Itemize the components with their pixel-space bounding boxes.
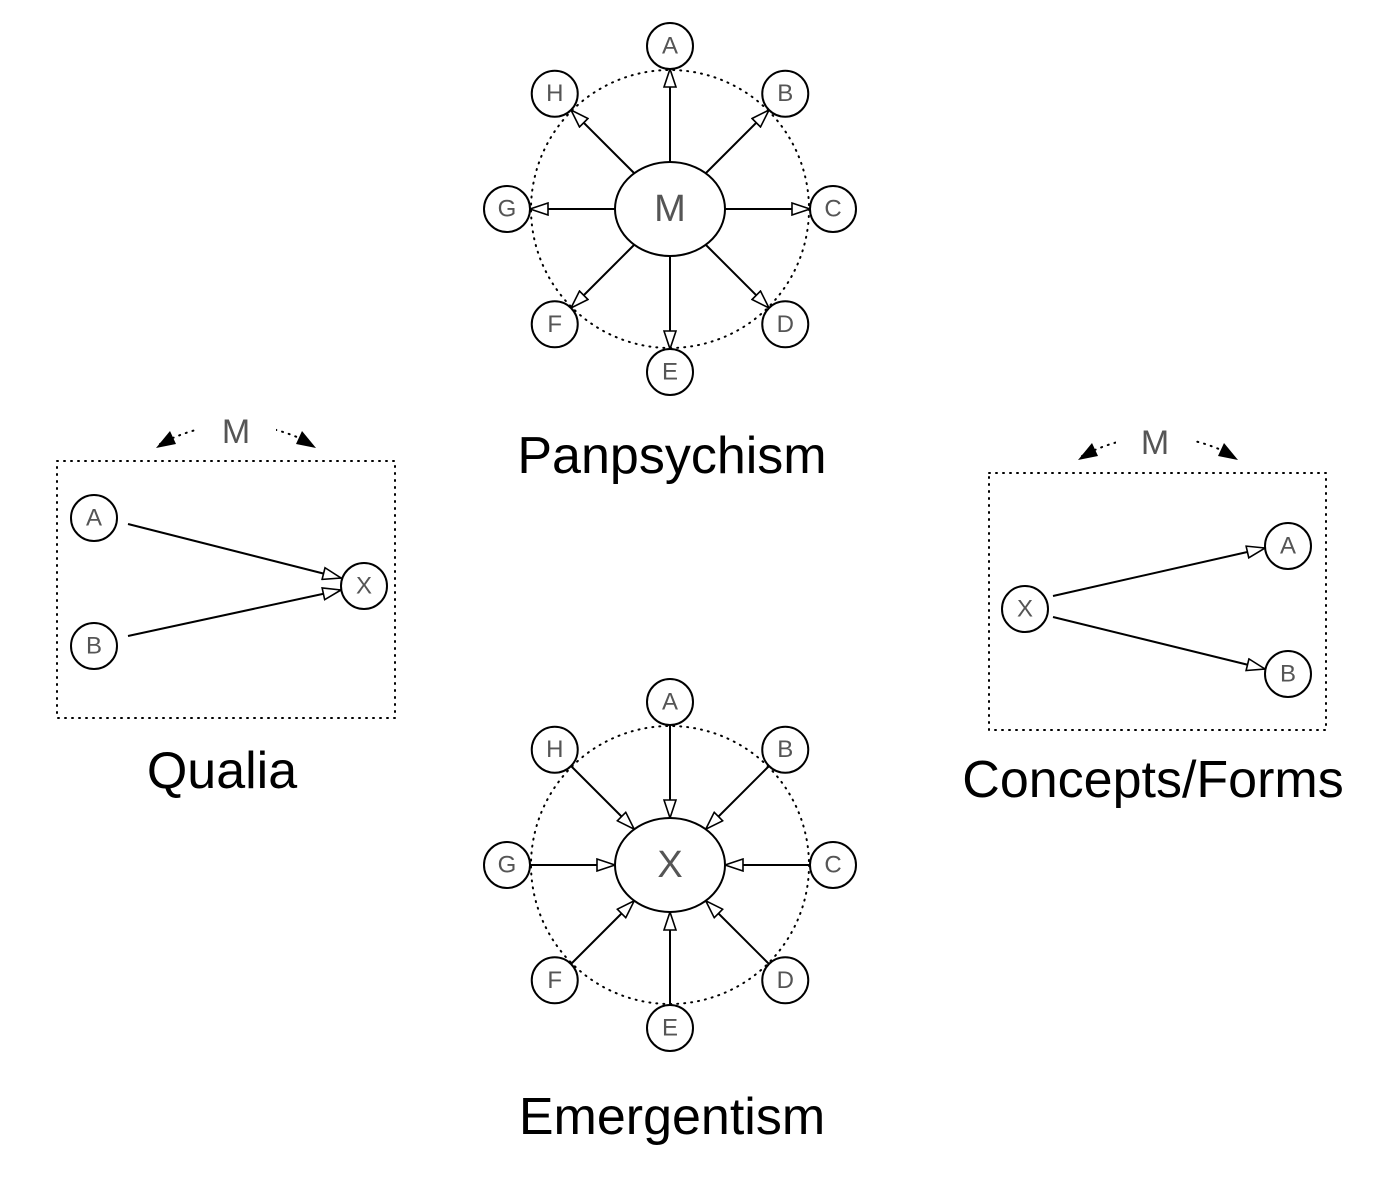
concepts-forms-caption: Concepts/Forms [962, 751, 1343, 809]
concepts-node-a: A [1264, 522, 1312, 570]
emergentism-node-b: B [761, 725, 810, 774]
emergentism-node-e: E [646, 1004, 694, 1052]
panpsychism-node-d: D [761, 300, 810, 349]
qualia-node-x: X [340, 562, 388, 610]
concepts-node-b: B [1264, 650, 1312, 698]
emergentism-node-g: G [483, 841, 531, 889]
svg-text:B: B [1280, 661, 1296, 688]
panpsychism-edge-h [571, 110, 635, 174]
svg-text:M: M [654, 188, 686, 230]
qualia-bracket-arrow-left [156, 431, 176, 448]
concepts-bracket-arrow-right [1218, 443, 1238, 460]
svg-text:A: A [662, 689, 678, 716]
emergentism-node-f: F [530, 956, 579, 1005]
svg-text:F: F [547, 311, 562, 338]
concepts-bracket-arc [1081, 435, 1235, 457]
svg-text:E: E [662, 359, 678, 386]
panpsychism-node-f: F [530, 300, 579, 349]
panpsychism-edge-f [571, 244, 635, 308]
qualia-node-a: A [70, 494, 118, 542]
panpsychism-node-b: B [761, 69, 810, 118]
concepts-edge-x-a [1052, 548, 1265, 597]
concepts-edge-x-b [1052, 616, 1265, 669]
emergentism-node-d: D [761, 956, 810, 1005]
concepts-bracket-arrow-left [1078, 443, 1098, 460]
qualia-bracket-arc [159, 423, 313, 445]
emergentism-edge-d [706, 901, 770, 965]
qualia-bracket-label-bg [196, 414, 276, 454]
svg-text:H: H [546, 736, 563, 763]
emergentism-diagram: A B C D E F G H X [483, 678, 857, 1052]
svg-text:C: C [824, 852, 841, 879]
qualia-bracket-label: M [222, 413, 250, 451]
emergentism-edge-h [570, 765, 634, 829]
qualia-edge-b-x [127, 590, 341, 637]
svg-text:X: X [1017, 596, 1033, 623]
svg-text:G: G [498, 196, 517, 223]
svg-text:X: X [356, 573, 372, 600]
emergentism-edge-f [570, 901, 634, 965]
svg-text:D: D [777, 967, 794, 994]
panpsychism-center-node: M [614, 161, 726, 257]
qualia-edge-a-x [127, 523, 341, 578]
svg-text:A: A [662, 33, 678, 60]
svg-text:B: B [777, 736, 793, 763]
svg-text:F: F [547, 967, 562, 994]
panpsychism-node-e: E [646, 348, 694, 396]
qualia-bracket-arrow-right [296, 431, 316, 448]
emergentism-node-a: A [646, 678, 694, 726]
panpsychism-edge-b [705, 110, 769, 174]
emergentism-node-h: H [530, 725, 579, 774]
qualia-box [56, 460, 396, 719]
qualia-caption: Qualia [147, 742, 297, 800]
emergentism-center-node: X [614, 817, 726, 913]
panpsychism-diagram: A B C D E F G H M [483, 22, 857, 396]
svg-text:G: G [498, 852, 517, 879]
svg-text:X: X [657, 844, 682, 886]
emergentism-caption: Emergentism [519, 1088, 825, 1146]
concepts-bracket-label: M [1141, 424, 1169, 462]
panpsychism-node-g: G [483, 185, 531, 233]
svg-text:A: A [1280, 533, 1296, 560]
emergentism-node-c: C [809, 841, 857, 889]
svg-text:E: E [662, 1015, 678, 1042]
panpsychism-node-h: H [530, 69, 579, 118]
svg-text:B: B [86, 633, 102, 660]
concepts-box [988, 472, 1327, 731]
concepts-forms-diagram: M X A B [988, 424, 1327, 731]
emergentism-edge-b [706, 765, 770, 829]
svg-text:B: B [777, 80, 793, 107]
svg-text:A: A [86, 505, 102, 532]
panpsychism-edge-d [705, 244, 769, 308]
svg-text:H: H [546, 80, 563, 107]
qualia-diagram: M A B X [56, 413, 396, 719]
svg-text:C: C [824, 196, 841, 223]
panpsychism-node-c: C [809, 185, 857, 233]
svg-text:D: D [777, 311, 794, 338]
panpsychism-caption: Panpsychism [517, 427, 826, 485]
concepts-bracket-label-bg [1116, 424, 1196, 464]
qualia-node-b: B [70, 622, 118, 670]
panpsychism-node-a: A [646, 22, 694, 70]
concepts-node-x: X [1001, 585, 1049, 633]
